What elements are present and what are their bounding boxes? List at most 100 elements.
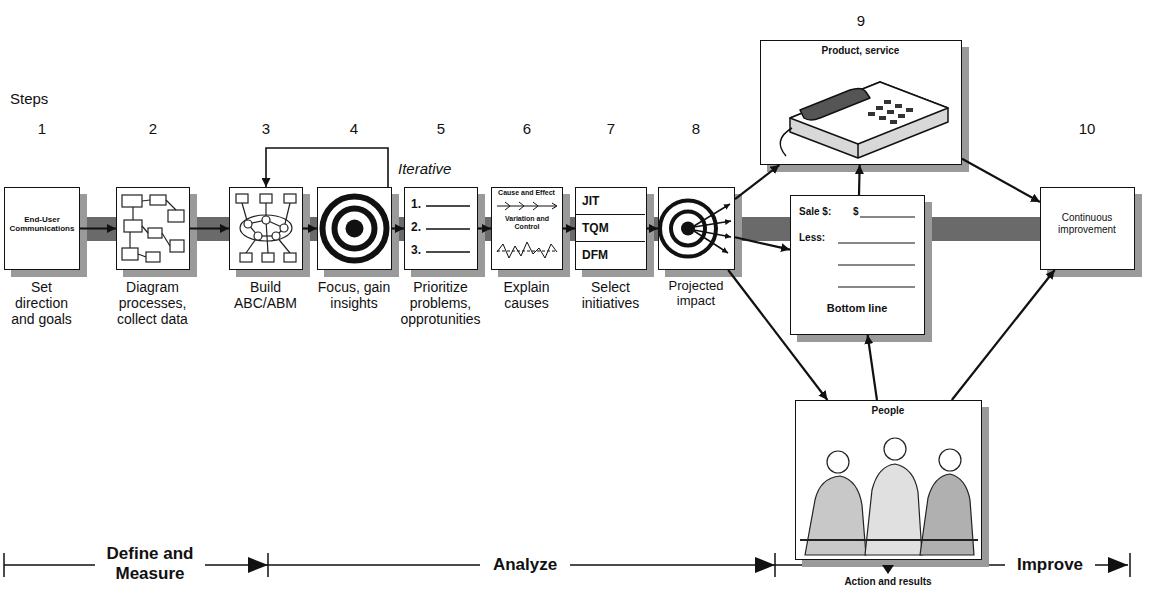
- box-shadow: [11, 47, 1142, 567]
- process-map-illustration: [122, 195, 142, 207]
- step-caption: Focus, gain insights: [307, 279, 401, 311]
- cause-effect-illustration: [533, 202, 538, 206]
- step-box: Diagram processes, collect data: [116, 187, 190, 270]
- impact-target-illustration: [694, 230, 731, 237]
- flow-connector: [392, 227, 404, 229]
- network-illustration: [240, 215, 292, 241]
- step-number: 10: [1072, 120, 1102, 137]
- box-text: Continuous improvement: [1043, 212, 1131, 235]
- process-map-illustration: [122, 248, 138, 260]
- telephone-illustration: [879, 116, 886, 120]
- step-number: 2: [138, 120, 168, 137]
- step-number: 5: [426, 120, 456, 137]
- box-fill: [4, 187, 80, 270]
- priority-list-lines: [426, 251, 470, 253]
- connector-layer: [80, 148, 1055, 400]
- step-box: Cause and EffectVariation and ControlExp…: [491, 187, 563, 270]
- flow-connector: [303, 227, 317, 229]
- phase-bracket: [3, 553, 5, 577]
- process-map-illustration: [138, 254, 146, 257]
- telephone-illustration: [887, 110, 894, 114]
- target-illustration: [335, 209, 375, 249]
- process-map-illustration: [170, 240, 184, 252]
- telephone-illustration: [780, 82, 948, 158]
- result-arrowhead: [882, 565, 894, 574]
- telephone-illustration: [895, 104, 902, 108]
- telephone-illustration: [890, 120, 897, 124]
- cause-effect-illustration: [519, 206, 524, 210]
- phase-arrowhead: [755, 557, 775, 573]
- process-map-illustration: [150, 195, 166, 205]
- ledger-lines: [838, 264, 915, 265]
- process-map-illustration: [166, 200, 176, 210]
- flow-connector: [728, 270, 827, 400]
- target-illustration: [323, 197, 387, 261]
- product-box: Product, service: [760, 40, 962, 165]
- process-map-illustration: [132, 207, 133, 220]
- network-illustration: [266, 220, 268, 253]
- target-illustration: [323, 197, 387, 261]
- box-fill: [658, 187, 735, 270]
- network-illustration: [262, 216, 270, 224]
- box-fill: [404, 187, 478, 270]
- people-illustration: [800, 539, 978, 541]
- telephone-illustration: [884, 100, 891, 104]
- step-number: 9: [846, 12, 876, 29]
- phase-bracket: [1129, 553, 1131, 577]
- cause-effect-illustration: [505, 202, 510, 206]
- flow-connector: [80, 227, 116, 229]
- flow-connector: [868, 335, 877, 400]
- box-fill: [760, 40, 962, 165]
- people-illustration: [865, 464, 922, 555]
- box-fill: [575, 187, 647, 270]
- impact-target-illustration: [694, 204, 731, 253]
- process-map-illustration: [148, 228, 162, 238]
- box-fill: [4, 40, 1135, 560]
- heading-label: Steps: [10, 90, 70, 107]
- phase-arrowhead: [248, 557, 268, 573]
- telephone-illustration: [906, 108, 913, 112]
- priority-list-lines: [426, 205, 470, 207]
- flow-connector: [858, 165, 861, 195]
- network-illustration: [284, 194, 296, 203]
- cause-effect-illustration: [552, 203, 557, 209]
- priority-list-lines: [426, 206, 470, 252]
- ledger-lines: [838, 242, 915, 243]
- step-caption: Explain causes: [480, 279, 574, 311]
- cause-effect-illustration: [505, 206, 510, 210]
- cause-effect-illustration: [497, 242, 557, 258]
- people-illustration: [800, 438, 978, 555]
- box-note: Action and results: [796, 576, 980, 588]
- network-illustration: [244, 220, 252, 228]
- network-illustration: [254, 232, 262, 240]
- telephone-illustration: [857, 144, 859, 158]
- ledger-lines: [860, 216, 915, 217]
- box-text: 3.: [411, 244, 421, 258]
- step-number: 6: [512, 120, 542, 137]
- box-text: Product, service: [761, 45, 960, 57]
- box-text: 1.: [411, 198, 421, 212]
- process-map-illustration: [142, 226, 148, 233]
- people-box: PeopleAction and results: [795, 400, 982, 560]
- target-illustration: [346, 220, 364, 238]
- process-map-illustration: [122, 195, 184, 262]
- telephone-illustration: [790, 82, 948, 158]
- process-map-illustration: [124, 220, 142, 232]
- flow-connector: [563, 227, 575, 229]
- box-text: 2.: [411, 221, 421, 235]
- box-text: DFM: [576, 242, 645, 268]
- step-caption: Diagram processes, collect data: [106, 279, 200, 327]
- process-map-illustration: [129, 232, 130, 248]
- box-fill: [491, 187, 563, 270]
- people-illustration: [939, 449, 961, 471]
- phase-label: Improve: [1005, 555, 1095, 575]
- cause-effect-illustration: [519, 202, 524, 206]
- impact-target-illustration: [660, 201, 731, 257]
- goal-box: End-User CommunicationsSet direction and…: [4, 187, 80, 270]
- priority-list-lines: [426, 228, 470, 230]
- flow-connector: [735, 165, 779, 199]
- step-caption: Set direction and goals: [4, 279, 80, 327]
- bottom-line-box: Sale $:$Less:Bottom line: [790, 195, 925, 335]
- flow-connector: [478, 227, 491, 229]
- network-illustration: [280, 224, 288, 232]
